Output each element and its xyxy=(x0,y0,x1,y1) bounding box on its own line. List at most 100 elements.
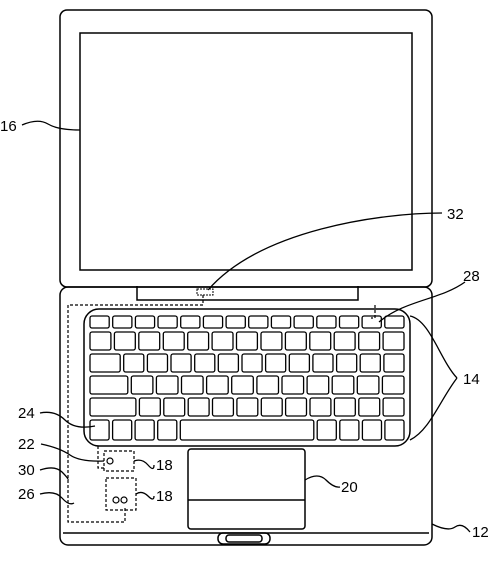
trackpad xyxy=(187,448,306,530)
key xyxy=(89,331,112,351)
key xyxy=(288,353,311,373)
leader-12 xyxy=(431,523,471,533)
key xyxy=(113,331,136,351)
key xyxy=(130,375,154,395)
leader-24 xyxy=(39,411,96,428)
key xyxy=(187,331,210,351)
leader-28 xyxy=(378,281,466,323)
key xyxy=(361,419,383,441)
keyboard-keys xyxy=(89,315,405,441)
leader-20 xyxy=(304,475,341,488)
key xyxy=(284,331,307,351)
leader-22 xyxy=(40,443,105,462)
key xyxy=(180,315,201,329)
key xyxy=(264,353,287,373)
key xyxy=(241,353,263,373)
leader-32 xyxy=(207,212,443,291)
key xyxy=(339,419,360,441)
front-latch-inner xyxy=(225,534,263,543)
ref-26: 26 xyxy=(18,486,35,503)
sensor-dot-a xyxy=(112,496,120,504)
ref-20: 20 xyxy=(341,479,358,496)
ref-18-upper: 18 xyxy=(156,457,173,474)
key xyxy=(335,353,358,373)
key xyxy=(309,397,332,417)
key xyxy=(382,331,405,351)
key xyxy=(359,353,381,373)
key xyxy=(293,315,314,329)
component-18-lower xyxy=(105,477,137,511)
key xyxy=(281,375,305,395)
flex-circuit-26 xyxy=(371,305,376,319)
key xyxy=(146,353,169,373)
key xyxy=(331,375,355,395)
key xyxy=(382,397,405,417)
display-lid xyxy=(59,9,433,288)
leader-16 xyxy=(21,120,81,131)
ref-12: 12 xyxy=(472,524,489,541)
key xyxy=(138,331,161,351)
sensor-dot xyxy=(106,457,114,465)
key xyxy=(180,375,204,395)
hinge-bar xyxy=(136,286,359,301)
leader-14a xyxy=(409,315,458,379)
ref-32: 32 xyxy=(447,206,464,223)
keyboard-well xyxy=(83,308,411,447)
key xyxy=(211,397,235,417)
leader-18b xyxy=(135,491,155,500)
key xyxy=(194,353,216,373)
leader-18a xyxy=(133,459,155,470)
key xyxy=(236,397,259,417)
key xyxy=(361,315,382,329)
ref-16: 16 xyxy=(0,118,17,135)
key xyxy=(383,353,405,373)
key xyxy=(231,375,254,395)
key xyxy=(217,353,240,373)
key xyxy=(270,315,292,329)
key xyxy=(338,315,360,329)
key xyxy=(358,397,381,417)
key xyxy=(384,315,405,329)
key xyxy=(284,397,308,417)
key xyxy=(312,353,334,373)
ref-28: 28 xyxy=(463,268,480,285)
key xyxy=(89,315,110,329)
leader-26 xyxy=(39,492,75,505)
key xyxy=(111,419,133,441)
key xyxy=(89,375,129,395)
ref-24: 24 xyxy=(18,405,35,422)
key xyxy=(205,375,229,395)
key xyxy=(358,331,381,351)
key xyxy=(225,315,246,329)
flex-circuit-30 xyxy=(67,295,204,523)
key xyxy=(170,353,192,373)
key xyxy=(134,419,155,441)
ref-30: 30 xyxy=(18,462,35,479)
key xyxy=(309,331,332,351)
key xyxy=(306,375,330,395)
key xyxy=(157,419,178,441)
leader-30 xyxy=(39,467,69,481)
key xyxy=(333,397,356,417)
key xyxy=(155,375,179,395)
ref-18-lower: 18 xyxy=(156,488,173,505)
leader-14b xyxy=(409,377,458,441)
front-latch xyxy=(217,532,271,545)
key xyxy=(356,375,380,395)
key xyxy=(235,331,259,351)
key xyxy=(123,353,145,373)
key xyxy=(112,315,133,329)
ref-14: 14 xyxy=(463,371,480,388)
sensor-dot-b xyxy=(120,496,128,504)
key xyxy=(260,397,283,417)
key xyxy=(157,315,178,329)
ref-22: 22 xyxy=(18,436,35,453)
key xyxy=(256,375,280,395)
key xyxy=(134,315,156,329)
key xyxy=(381,375,405,395)
key xyxy=(333,331,356,351)
key xyxy=(163,397,186,417)
component-18-upper xyxy=(103,450,135,472)
